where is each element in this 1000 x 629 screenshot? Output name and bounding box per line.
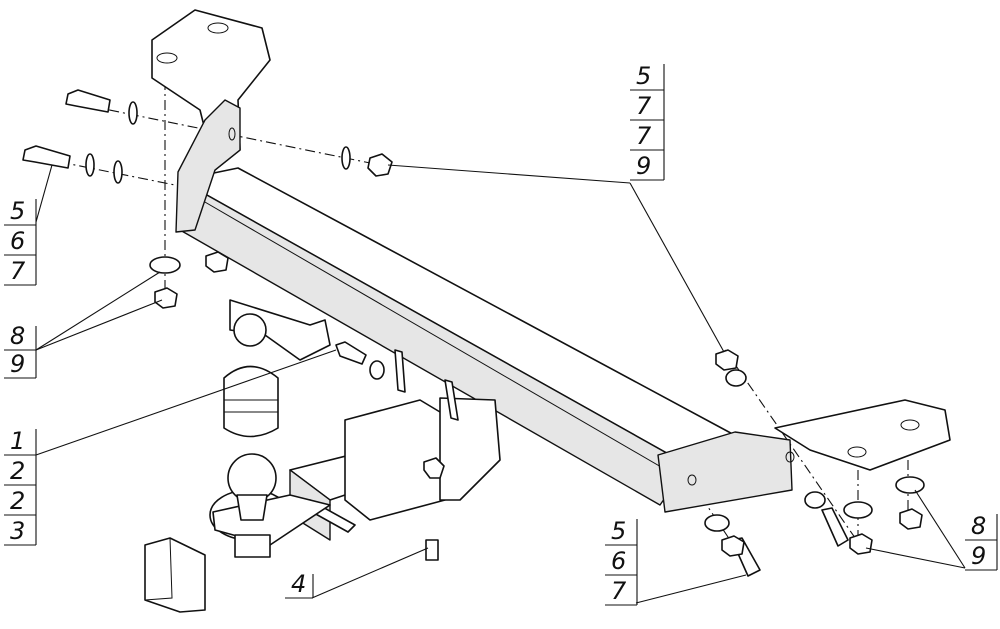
callout-number: 8: [971, 512, 986, 540]
callout-number: 7: [10, 257, 26, 285]
callout-number: 5: [611, 517, 626, 545]
receiver-cap: [144, 537, 206, 613]
callout-number: 5: [10, 197, 25, 225]
right-mounting-bracket: [657, 399, 951, 513]
callout-number: 7: [636, 92, 652, 120]
callout-number: 2: [10, 487, 25, 515]
callout-left-upper: 567: [4, 197, 37, 286]
callout-number: 7: [636, 122, 652, 150]
callout-number: 7: [611, 577, 627, 605]
left-mounting-bracket: [151, 9, 271, 233]
callout-number: 6: [10, 227, 25, 255]
nuts: [154, 153, 923, 557]
callout-number: 1: [10, 427, 25, 455]
electrical-socket: [223, 299, 331, 438]
callout-bottom-right: 567: [605, 517, 638, 606]
callout-number: 4: [291, 570, 306, 598]
callout-right-lower: 89: [965, 512, 998, 571]
callout-bottom-center: 4: [285, 570, 314, 599]
callout-left-middle: 89: [4, 322, 37, 379]
callout-number: 9: [971, 542, 986, 570]
tow-ball: [209, 453, 331, 558]
callout-number: 9: [10, 350, 25, 378]
callout-number: 6: [611, 547, 626, 575]
washers: [85, 101, 925, 532]
leader-lines: [35, 164, 966, 604]
callout-number: 8: [10, 322, 25, 350]
callout-number: 9: [636, 152, 651, 180]
callout-number: 3: [10, 517, 25, 545]
callout-number: 2: [10, 457, 25, 485]
callout-number: 5: [636, 62, 651, 90]
